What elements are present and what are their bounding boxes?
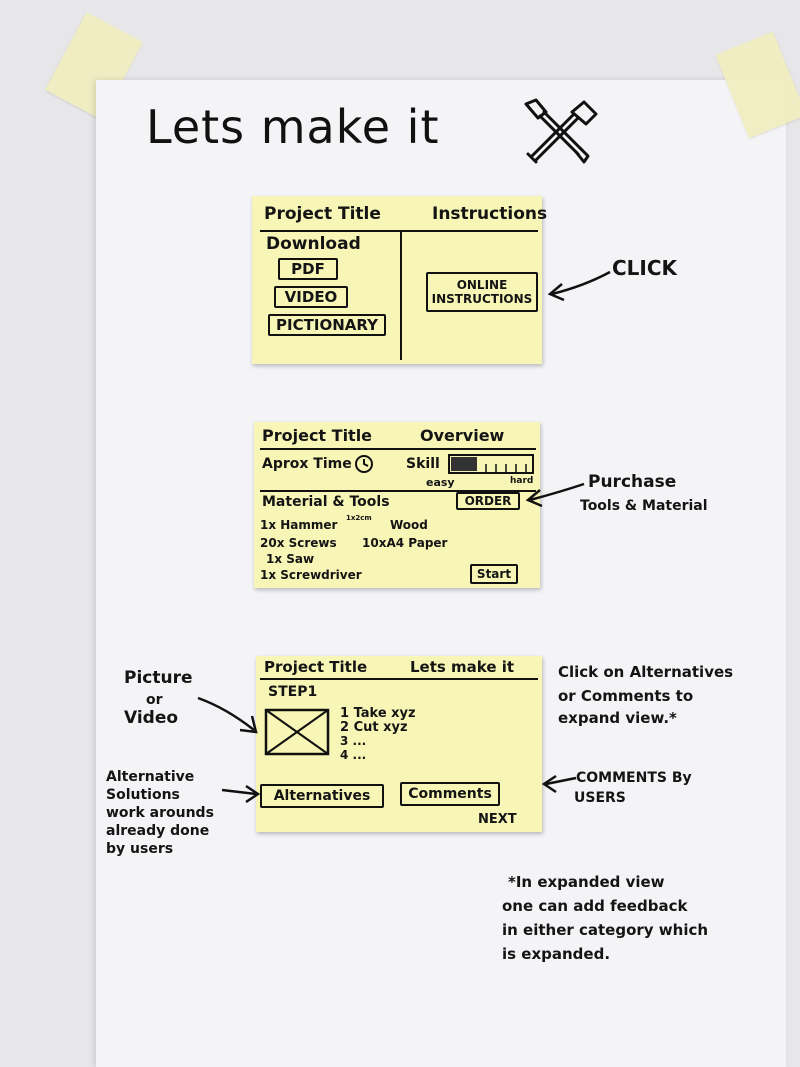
pdf-button[interactable]: PDF [278,258,338,280]
click-annotation: CLICK [612,256,678,280]
overview-note: Project Title Overview Aprox Time Skill … [254,422,540,588]
materials-label: Material & Tools [262,494,390,510]
order-button[interactable]: ORDER [456,492,520,510]
skill-easy-label: easy [426,476,455,489]
hammer-and-screwdriver-icon [524,98,598,164]
project-title: Project Title [262,426,373,445]
online-instructions-line2: INSTRUCTIONS [431,292,533,306]
download-label: Download [266,234,361,254]
step-item-3: 3 ... [340,734,367,748]
click-alt-annotation-2: or Comments to [558,687,694,705]
column-divider [400,232,402,360]
arrow-to-online [547,270,611,302]
item-dimension: 1x2cm [346,514,372,522]
online-instructions-line1: ONLINE [456,278,508,292]
video-button[interactable]: VIDEO [274,286,348,308]
footnote-line-3: in either category which [502,921,709,939]
purchase-annotation-2: Tools & Material [580,498,708,514]
item-wood: Wood [390,518,428,532]
click-alt-annotation-1: Click on Alternatives [558,663,734,681]
lets-make-it-heading: Lets make it [410,658,515,676]
alt-solutions-annotation-1: Alternative [106,769,195,785]
pictionary-button[interactable]: PICTIONARY [268,314,386,336]
step-item-4: 4 ... [340,748,367,762]
alt-solutions-annotation-4: already done [106,823,210,839]
picture-annotation-2: or [146,692,163,708]
instructions-note: Project Title Instructions Download PDF … [252,196,547,364]
footnote-line-2: one can add feedback [502,897,688,915]
click-alt-annotation-3: expand view.* [558,709,677,727]
clock-icon [355,455,373,473]
instructions-heading: Instructions [432,204,548,224]
header-divider [260,678,538,680]
item-paper: 10xA4 Paper [362,536,448,550]
arrow-to-alternatives [221,784,261,804]
section-divider [260,490,536,492]
comments-button[interactable]: Comments [400,782,500,806]
arrow-to-picture [197,696,258,734]
online-instructions-button[interactable]: ONLINE INSTRUCTIONS [426,272,538,312]
footnote-line-1: *In expanded view [508,873,665,891]
overview-heading: Overview [420,426,505,445]
alternatives-button[interactable]: Alternatives [260,784,384,808]
next-button[interactable]: NEXT [478,812,517,827]
arrow-to-order [525,482,585,508]
item-saw: 1x Saw [266,552,315,566]
project-title: Project Title [264,204,381,224]
purchase-annotation-1: Purchase [588,472,677,492]
item-screws: 20x Screws [260,536,337,550]
approx-time-label: Aprox Time [262,456,352,472]
image-placeholder-icon[interactable] [264,708,330,756]
item-hammer: 1x Hammer [260,518,338,532]
alt-solutions-annotation-3: work arounds [106,805,214,821]
arrow-to-comments [541,774,577,794]
header-divider [260,448,536,450]
step-item-2: 2 Cut xyz [340,720,408,735]
comments-by-annotation-1: COMMENTS By [576,770,692,786]
start-button[interactable]: Start [470,564,518,584]
page-title: Lets make it [146,100,440,154]
step-item-1: 1 Take xyz [340,706,416,721]
header-divider [260,230,538,232]
step-note: Project Title Lets make it STEP1 1 Take … [256,656,542,832]
picture-annotation-3: Video [124,708,179,728]
skill-label: Skill [406,456,440,472]
step-label: STEP1 [268,684,318,700]
comments-by-annotation-2: USERS [574,790,626,806]
item-screwdriver: 1x Screwdriver [260,568,362,582]
skill-level-meter [448,454,534,474]
alt-solutions-annotation-5: by users [106,841,174,857]
picture-annotation-1: Picture [124,668,193,688]
skill-hard-label: hard [510,476,534,486]
project-title: Project Title [264,658,368,676]
footnote-line-4: is expanded. [502,945,611,963]
alt-solutions-annotation-2: Solutions [106,787,180,803]
